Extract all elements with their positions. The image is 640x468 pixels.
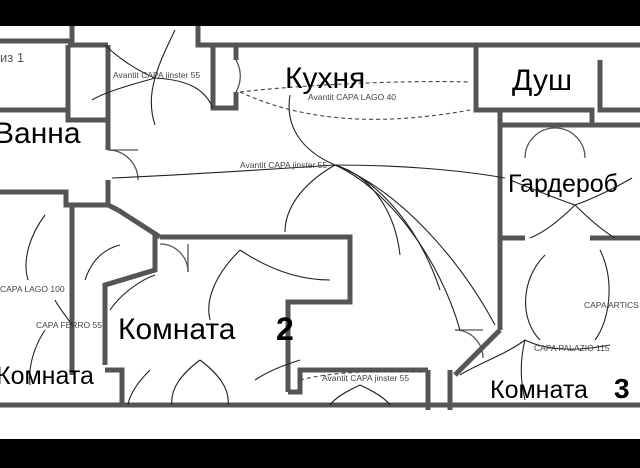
room-label-room1: Комната [0, 362, 94, 390]
door-arcs [107, 59, 586, 359]
ap-label-right-palazio: CAPA PALAZIO 115 [534, 343, 610, 353]
room-label-bath: Ванна [0, 117, 81, 150]
ap-label-left-lago: CAPA LAGO 100 [0, 284, 65, 294]
room-label-kitchen: Кухня [285, 62, 365, 95]
room-label-wardrobe: Гардероб [508, 170, 618, 198]
page-indicator: из 1 [0, 50, 24, 65]
ap-label-left-ferro: CAPA FERRO 55 [36, 320, 102, 330]
signal-rays [25, 29, 633, 406]
ap-label-bottom: Avantit CAPA jinster 55 [322, 373, 409, 383]
ap-label-center: Avantit CAPA jinster 55 [240, 160, 327, 170]
room-number-room2: 2 [276, 311, 294, 347]
room-label-room3: Комната [490, 376, 588, 404]
room-label-shower: Душ [512, 64, 572, 97]
room-number-room3: 3 [614, 373, 630, 404]
walls [0, 26, 640, 410]
ap-label-right-artics: CAPA ARTICS 10 [584, 300, 640, 310]
ap-label-kitchen: Avantit CAPA LAGO 40 [308, 92, 396, 102]
ap-label-hall-top: Avantit CAPA jinster 55 [113, 70, 200, 80]
room-label-room2: Комната [118, 313, 236, 346]
